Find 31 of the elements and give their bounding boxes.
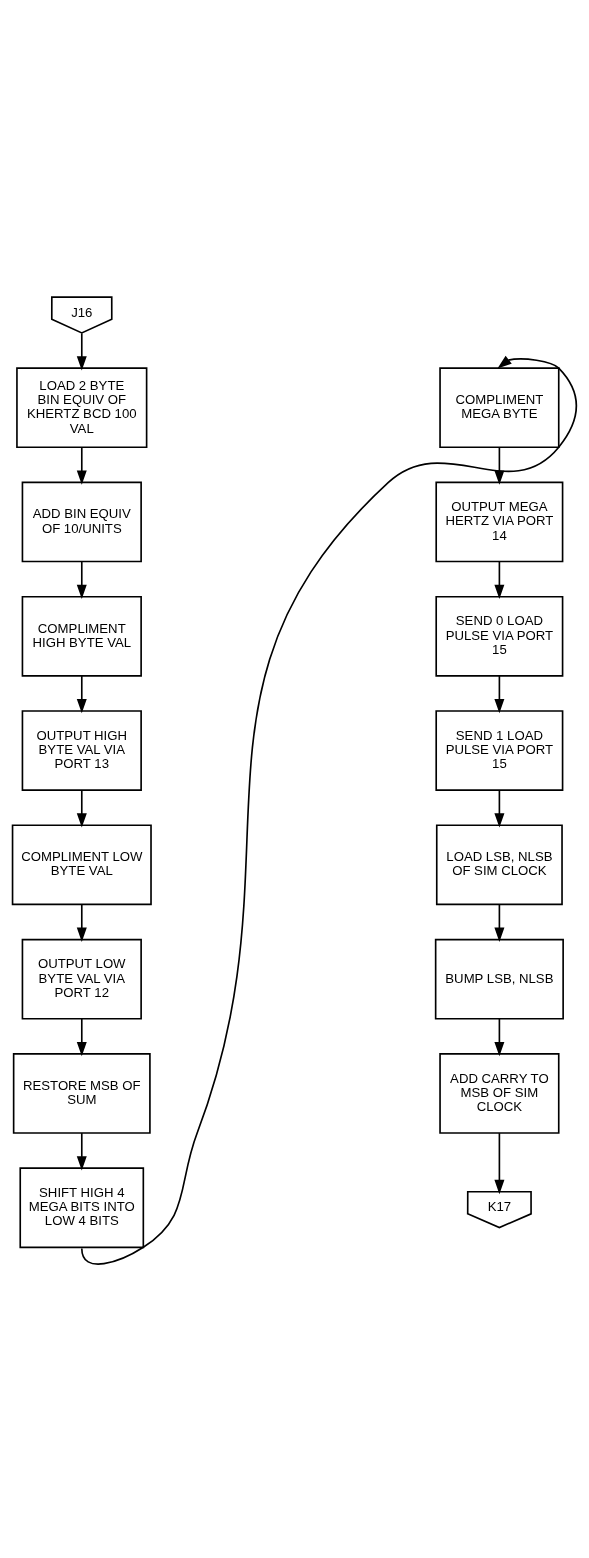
arrow <box>494 789 505 828</box>
node-box: LOAD 2 BYTE BIN EQUIV OF KHERTZ BCD 100 VAL <box>16 367 148 449</box>
node-box: ADD BIN EQUIV OF 10/UNITS <box>21 481 142 563</box>
arrow <box>76 446 87 485</box>
arrow <box>494 446 505 485</box>
node-box: OUTPUT MEGA HERTZ VIA PORT 14 <box>435 481 564 563</box>
node-box: SHIFT HIGH 4 MEGA BITS INTO LOW 4 BITS <box>19 1167 145 1249</box>
node-box: COMPLIMENT HIGH BYTE VAL <box>21 595 142 677</box>
node-box: OUTPUT LOW BYTE VAL VIA PORT 12 <box>21 938 142 1020</box>
arrow <box>76 1132 87 1171</box>
arrow <box>494 675 505 714</box>
node-box: BUMP LSB, NLSB <box>434 938 564 1020</box>
arrow <box>76 903 87 942</box>
arrow <box>76 789 87 828</box>
arrow <box>76 1018 87 1057</box>
node-box: OUTPUT HIGH BYTE VAL VIA PORT 13 <box>21 710 142 791</box>
arrow <box>76 675 87 714</box>
arrow <box>76 560 87 600</box>
arrow <box>494 1018 505 1057</box>
arrow <box>494 560 505 600</box>
arrow <box>76 332 87 371</box>
node-box: SEND 0 LOAD PULSE VIA PORT 15 <box>435 595 564 677</box>
arrow <box>80 355 578 1265</box>
arrow <box>494 1132 505 1195</box>
node-box: COMPLIMENT MEGA BYTE <box>439 367 560 449</box>
node-box: COMPLIMENT LOW BYTE VAL <box>11 824 152 906</box>
arrow <box>494 903 505 942</box>
node-box: LOAD LSB, NLSB OF SIM CLOCK <box>435 824 563 906</box>
node-box: RESTORE MSB OF SUM <box>12 1053 151 1134</box>
node-box: SEND 1 LOAD PULSE VIA PORT 15 <box>435 710 564 791</box>
node-box: ADD CARRY TO MSB OF SIM CLOCK <box>439 1053 560 1134</box>
